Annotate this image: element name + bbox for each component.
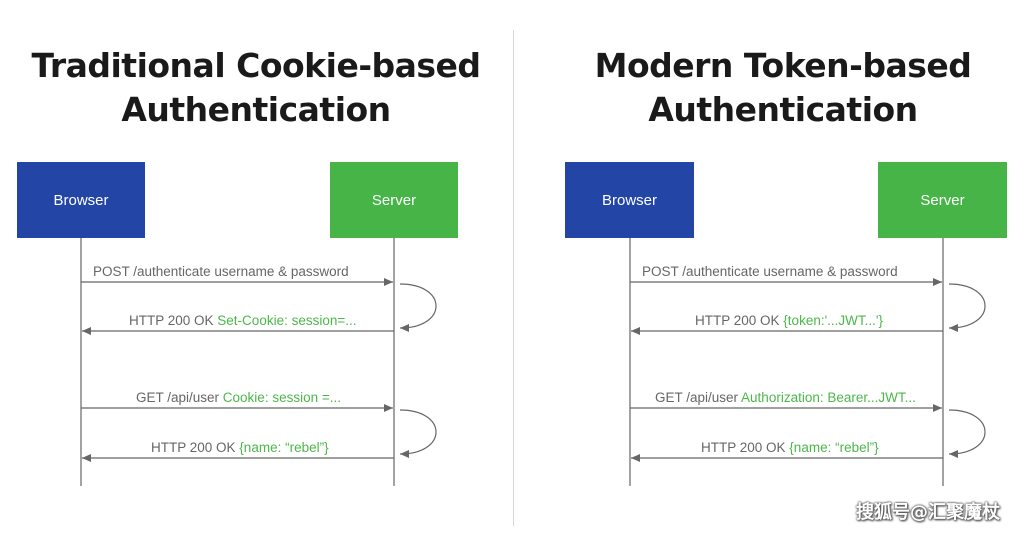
message-3: GET /api/user Cookie: session =... bbox=[136, 390, 341, 405]
message-1-text: POST /authenticate username & password bbox=[93, 264, 349, 279]
message-2-text: HTTP 200 OK bbox=[695, 313, 784, 328]
server-label: Server bbox=[920, 191, 965, 209]
message-2: HTTP 200 OK {token:'...JWT...'} bbox=[695, 313, 883, 328]
server-process-loop-2 bbox=[948, 409, 986, 458]
message-4: HTTP 200 OK {name: “rebel”} bbox=[701, 440, 879, 455]
message-2-highlight: {token:'...JWT...'} bbox=[783, 313, 883, 328]
cookie-sequence-lines bbox=[80, 238, 437, 486]
message-4-highlight: {name: “rebel”} bbox=[789, 440, 879, 455]
server-process-loop-1 bbox=[399, 283, 437, 332]
browser-label: Browser bbox=[53, 191, 109, 209]
message-3-text: GET /api/user bbox=[655, 390, 742, 405]
server-box: Server bbox=[878, 162, 1007, 238]
message-4: HTTP 200 OK {name: “rebel”} bbox=[151, 440, 329, 455]
browser-box: Browser bbox=[565, 162, 694, 238]
cookie-auth-title: Traditional Cookie-based Authentication bbox=[0, 44, 512, 132]
message-3-highlight: Authorization: Bearer...JWT... bbox=[741, 390, 916, 405]
message-1: POST /authenticate username & password bbox=[642, 264, 898, 279]
message-2-highlight: Set-Cookie: session=... bbox=[217, 313, 357, 328]
cookie-auth-panel: Traditional Cookie-based Authentication … bbox=[0, 44, 512, 486]
token-sequence-lines bbox=[629, 238, 986, 486]
title-line-2: Authentication bbox=[648, 90, 918, 129]
title-line-1: Traditional Cookie-based bbox=[31, 46, 481, 85]
message-1: POST /authenticate username & password bbox=[93, 264, 349, 279]
server-box: Server bbox=[330, 162, 458, 238]
title-line-2: Authentication bbox=[121, 90, 391, 129]
token-auth-panel: Modern Token-based Authentication Browse… bbox=[512, 0, 1024, 536]
message-4-highlight: {name: “rebel”} bbox=[239, 440, 329, 455]
message-2-text: HTTP 200 OK bbox=[129, 313, 218, 328]
browser-label: Browser bbox=[601, 191, 657, 209]
message-4-text: HTTP 200 OK bbox=[701, 440, 790, 455]
message-3-text: GET /api/user bbox=[136, 390, 223, 405]
watermark: 搜狐号@汇聚魔杖 bbox=[856, 502, 1000, 523]
server-process-loop-1 bbox=[948, 283, 986, 332]
panel-divider bbox=[513, 30, 514, 526]
message-3: GET /api/user Authorization: Bearer...JW… bbox=[655, 390, 916, 405]
message-1-text: POST /authenticate username & password bbox=[642, 264, 898, 279]
token-auth-title: Modern Token-based Authentication bbox=[527, 44, 1024, 132]
server-process-loop-2 bbox=[399, 409, 437, 458]
message-4-text: HTTP 200 OK bbox=[151, 440, 240, 455]
message-2: HTTP 200 OK Set-Cookie: session=... bbox=[129, 313, 357, 328]
message-3-highlight: Cookie: session =... bbox=[222, 390, 341, 405]
title-line-1: Modern Token-based bbox=[594, 46, 972, 85]
browser-box: Browser bbox=[17, 162, 145, 238]
server-label: Server bbox=[371, 191, 417, 209]
